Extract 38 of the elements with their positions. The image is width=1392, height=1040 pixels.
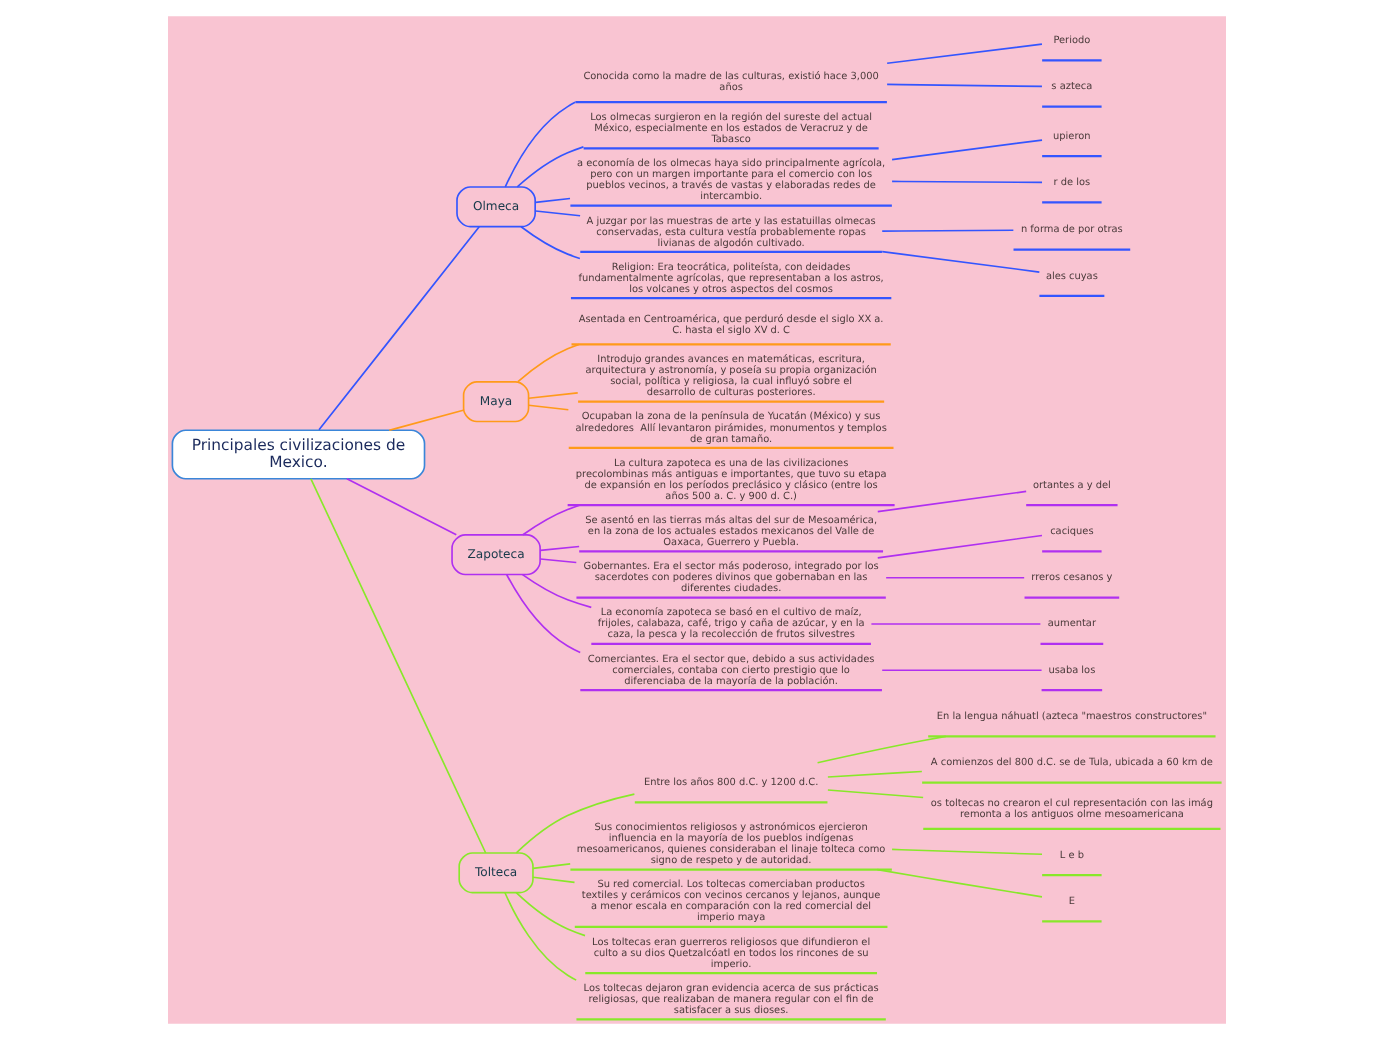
connector: [875, 490, 1026, 513]
connector: [815, 735, 946, 764]
connector: [538, 558, 577, 564]
connector: [884, 576, 1024, 579]
connector: [514, 793, 635, 854]
connector: [533, 197, 570, 204]
connector: [503, 891, 577, 981]
connector: [869, 623, 1041, 625]
connector: [516, 343, 579, 383]
connector: [520, 573, 592, 609]
connector: [521, 504, 580, 536]
connector: [531, 876, 575, 884]
connector: [531, 863, 570, 870]
connector: [826, 789, 923, 799]
connector: [890, 848, 1042, 856]
connector: [345, 477, 457, 536]
connector: [533, 210, 580, 217]
connector: [387, 409, 464, 432]
connector: [875, 868, 1042, 898]
connector: [890, 139, 1042, 161]
connector: [885, 43, 1042, 65]
connector: [526, 404, 569, 411]
connector: [519, 225, 580, 260]
connector: [526, 392, 578, 400]
connector: [309, 477, 486, 854]
connector: [826, 770, 922, 778]
connector: [880, 669, 1042, 672]
connector: [875, 534, 1042, 559]
connector: [885, 83, 1042, 88]
connector: [514, 891, 585, 937]
connector: [538, 545, 579, 552]
connector: [317, 225, 480, 431]
connector: [503, 101, 575, 188]
connector: [515, 146, 584, 188]
connector: [880, 229, 1014, 232]
connector: [504, 573, 581, 654]
connector: [890, 180, 1042, 184]
connector: [880, 250, 1040, 273]
